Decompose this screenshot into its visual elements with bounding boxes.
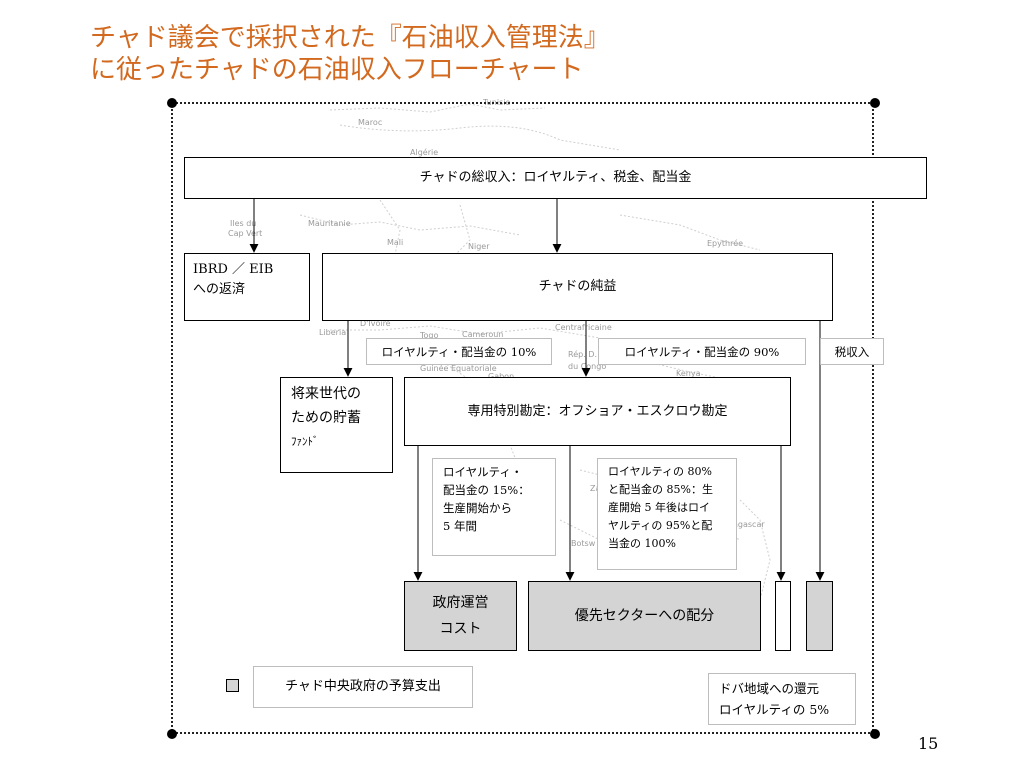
- map-border: [329, 103, 546, 113]
- net-income-label: チャドの純益: [538, 279, 617, 294]
- map-label-iles-du: Iles du: [230, 219, 257, 228]
- gov-cost-box: 政府運営 コスト: [404, 581, 517, 651]
- priority-sector-label: 優先セクターへの配分: [574, 608, 715, 624]
- future-fund-line3: ﾌｧﾝﾄﾞ: [291, 435, 319, 448]
- future-fund-box: 将来世代の ための貯蓄 ﾌｧﾝﾄﾞ: [280, 377, 393, 473]
- royalty-10-note: ロイヤルティ・配当金の 10%: [366, 338, 552, 365]
- royalty-80-line3: 産開始 5 年後はロイ: [608, 501, 710, 514]
- map-label-centrafricaine: Centrafricaine: [555, 323, 612, 332]
- map-label-togo: Togo: [420, 331, 439, 340]
- royalty-80-line2: と配当金の 85%：生: [608, 483, 713, 496]
- royalty-15-line4: 5 年間: [443, 519, 477, 533]
- map-label-niger: Niger: [468, 242, 490, 251]
- map-border: [739, 499, 771, 601]
- special-account-label: 専用特別勘定：オフショア・エスクロウ勘定: [467, 403, 728, 419]
- priority-sector-box: 優先セクターへの配分: [528, 581, 761, 651]
- total-income-box: チャドの総収入：ロイヤルティ、税金、配当金: [184, 157, 927, 199]
- map-label-guinee: Guinée Equatoriale: [420, 364, 497, 373]
- royalty-15-line3: 生産開始から: [443, 501, 512, 515]
- map-label-gabon: Gabon: [488, 372, 514, 381]
- royalty-80-line4: ヤルティの 95%と配: [608, 519, 713, 532]
- royalty-90-note: ロイヤルティ・配当金の 90%: [598, 338, 806, 365]
- future-fund-line1: 将来世代の: [291, 386, 361, 402]
- map-label-cameroun: Cameroun: [462, 330, 504, 339]
- future-fund-line2: ための貯蓄: [291, 410, 361, 426]
- total-income-label: チャドの総収入：ロイヤルティ、税金、配当金: [419, 170, 692, 185]
- map-label-rep-du: Rép. D.: [568, 350, 597, 359]
- map-border: [454, 204, 471, 256]
- royalty-15-line1: ロイヤルティ・: [443, 465, 523, 479]
- tax-budget-bar: [806, 581, 833, 651]
- legend-box: チャド中央政府の予算支出: [253, 666, 473, 708]
- map-border: [339, 124, 621, 151]
- frame-corner-dot: [870, 729, 880, 739]
- map-label-za: Za: [590, 484, 601, 493]
- map-label-liberia: Liberia: [319, 328, 347, 337]
- map-label-cap-vert: Cap Vert: [228, 229, 263, 238]
- royalty-80-line5: 当金の 100%: [608, 537, 676, 550]
- map-border: [379, 199, 401, 256]
- royalty-15-line2: 配当金の 15%：: [443, 483, 530, 497]
- slide-title: チャド議会で採択された『石油収入管理法』 に従ったチャドの石油収入フローチャート: [90, 22, 610, 86]
- map-label-mali: Mali: [387, 238, 404, 247]
- special-account-box: 専用特別勘定：オフショア・エスクロウ勘定: [404, 377, 791, 446]
- frame-corner-dot: [870, 98, 880, 108]
- frame-corner-dot: [167, 98, 177, 108]
- doba-line2: ロイヤルティの 5%: [719, 702, 830, 717]
- map-label-epythree: Epythrée: [707, 239, 744, 248]
- gov-cost-line2: コスト: [439, 621, 482, 637]
- tax-income-note: 税収入: [820, 338, 884, 365]
- map-border: [299, 214, 521, 236]
- doba-bar: [775, 581, 791, 651]
- map-label-kenya: Kenya: [676, 369, 701, 378]
- royalty-80-line1: ロイヤルティの 80%: [608, 465, 712, 478]
- doba-note: ドバ地域への還元 ロイヤルティの 5%: [708, 673, 856, 725]
- legend-swatch: [226, 679, 239, 692]
- legend-label: チャド中央政府の予算支出: [285, 679, 441, 694]
- page-number: 15: [918, 734, 939, 753]
- map-label-maroc: Maroc: [358, 118, 383, 127]
- ibrd-repayment-box: IBRD ／ EIB への返済: [184, 253, 310, 321]
- royalty-90-label: ロイヤルティ・配当金の 90%: [624, 344, 780, 359]
- royalty-10-label: ロイヤルティ・配当金の 10%: [381, 344, 537, 359]
- ibrd-label-line1: IBRD ／ EIB: [193, 262, 274, 277]
- map-label-du-congo: du Congo: [568, 362, 607, 371]
- frame-corner-dot: [167, 729, 177, 739]
- royalty-15-note: ロイヤルティ・ 配当金の 15%： 生産開始から 5 年間: [432, 458, 556, 556]
- map-label-algerie: Algérie: [410, 148, 439, 157]
- map-label-divoire: D'Ivoire: [360, 319, 391, 328]
- gov-cost-line1: 政府運営: [432, 595, 489, 611]
- diagram-frame: [171, 102, 874, 734]
- doba-line1: ドバ地域への還元: [719, 681, 820, 696]
- ibrd-label-line2: への返済: [193, 282, 246, 297]
- royalty-80-note: ロイヤルティの 80% と配当金の 85%：生 産開始 5 年後はロイ ヤルティ…: [597, 458, 737, 570]
- map-border: [330, 325, 601, 339]
- map-label-mauritanie: Mauritanie: [308, 219, 351, 228]
- net-income-box: チャドの純益: [322, 253, 833, 321]
- slide-title-line2: に従ったチャドの石油収入フローチャート: [90, 55, 584, 85]
- map-border: [619, 214, 761, 251]
- map-label-botswana: Botsw: [571, 539, 596, 548]
- map-label-madagascar: agascar: [733, 520, 765, 529]
- slide-title-line1: チャド議会で採択された『石油収入管理法』: [90, 23, 610, 53]
- tax-income-label: 税収入: [834, 344, 870, 359]
